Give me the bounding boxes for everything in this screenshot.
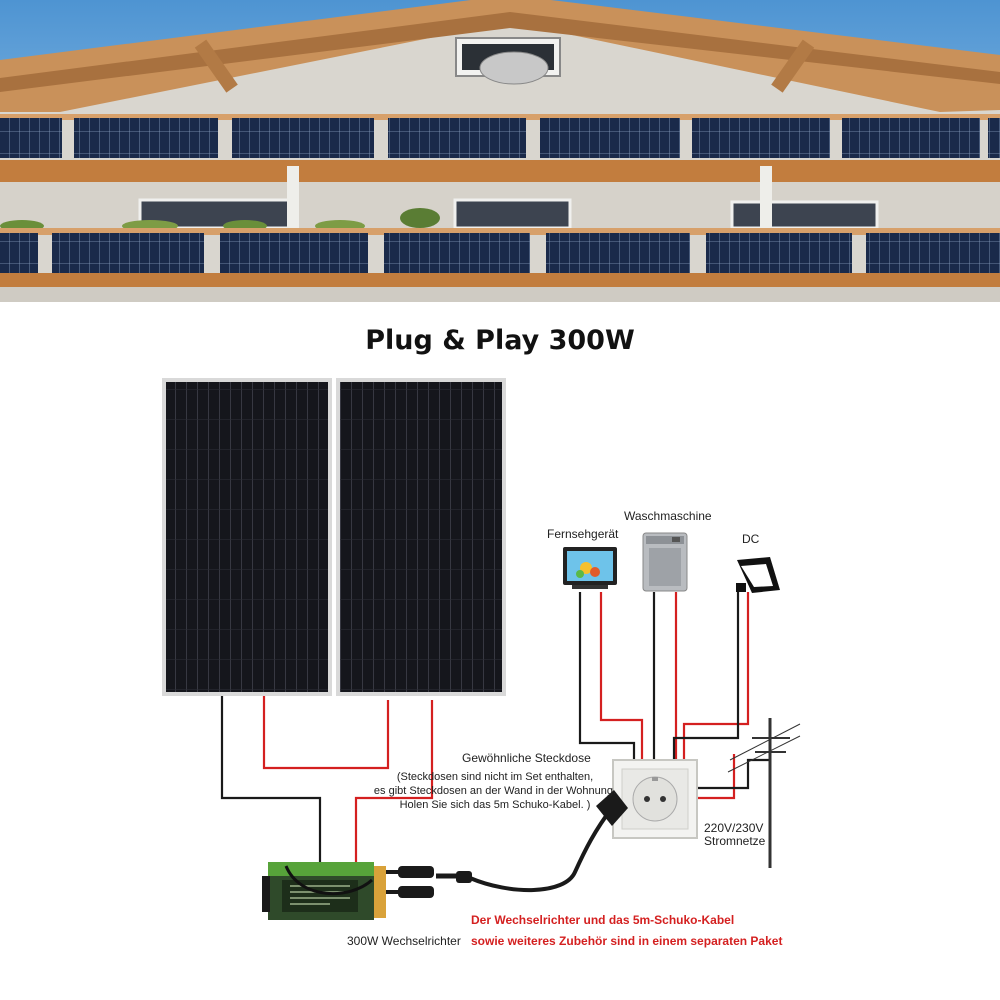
utility-pole-icon — [727, 718, 801, 868]
dc-label: DC — [742, 532, 760, 546]
socket-note-line-3: Holen Sie sich das 5m Schuko-Kabel. ) — [399, 799, 591, 811]
mc4-connectors-icon — [398, 866, 472, 898]
schuko-plug-icon — [596, 790, 628, 826]
package-note: Der Wechselrichter und das 5m-Schuko-Kab… — [471, 910, 831, 952]
wiring — [220, 592, 770, 894]
house-photo — [0, 0, 1000, 302]
socket-note-line-1: (Steckdosen sind nicht im Set enthalten, — [396, 771, 594, 783]
grid-label: 220V/230V Stromnetze — [704, 822, 784, 848]
inverter-icon — [262, 862, 386, 920]
washing-machine-label: Waschmaschine — [624, 509, 712, 523]
grid-voltage-label: 220V/230V — [704, 821, 764, 835]
washing-machine-icon — [642, 532, 688, 592]
solar-panel-left — [162, 378, 332, 696]
grid-name-label: Stromnetze — [704, 834, 766, 848]
tv-label: Fernsehgerät — [547, 527, 619, 541]
floodlight-icon — [736, 557, 780, 593]
page-title: Plug & Play 300W — [365, 325, 635, 356]
socket-note-line-2: es gibt Steckdosen an der Wand in der Wo… — [373, 785, 617, 797]
socket-note: (Steckdosen sind nicht im Set enthalten,… — [340, 770, 650, 812]
package-note-line-2: sowie weiteres Zubehör sind in einem sep… — [471, 934, 783, 948]
wall-socket-icon — [612, 759, 698, 839]
socket-label: Gewöhnliche Steckdose — [462, 751, 591, 765]
package-note-line-1: Der Wechselrichter und das 5m-Schuko-Kab… — [471, 913, 735, 927]
solar-panel-right — [336, 378, 506, 696]
tv-icon — [563, 547, 617, 589]
inverter-label: 300W Wechselrichter — [347, 934, 461, 948]
